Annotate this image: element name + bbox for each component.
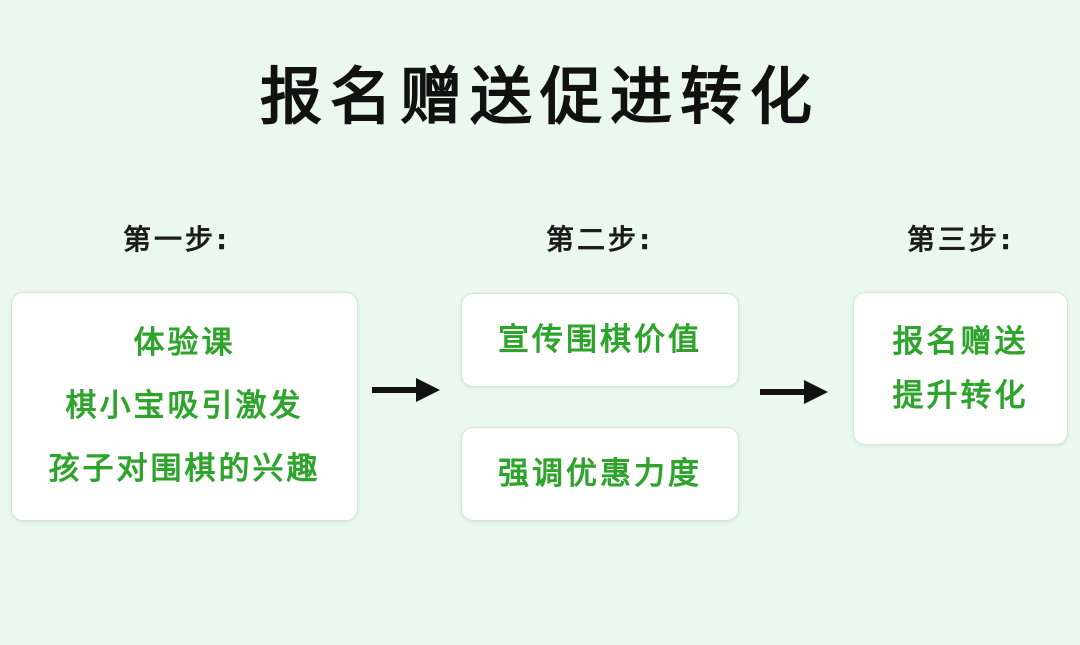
step-2-box-1: 宣传围棋价值 [461,293,739,387]
step-1-line-2: 棋小宝吸引激发 [65,388,304,424]
step-1-box: 体验课 棋小宝吸引激发 孩子对围棋的兴趣 [11,292,358,521]
step-3-box: 报名赠送 提升转化 [853,292,1068,445]
step-1-label: 第一步: [123,223,231,256]
step-2-box-2-text: 强调优惠力度 [498,456,702,492]
step-2-box-2: 强调优惠力度 [461,427,739,521]
step-3-label: 第三步: [907,223,1015,256]
step-3-line-1: 报名赠送 [892,323,1029,360]
step-2-label: 第二步: [546,223,654,256]
step-2-box-1-text: 宣传围棋价值 [498,322,702,358]
right-arrow-icon [760,380,828,404]
diagram-title: 报名赠送促进转化 [259,60,820,133]
step-3-line-2: 提升转化 [892,377,1029,414]
right-arrow-icon [372,378,440,402]
step-1-line-1: 体验课 [133,325,236,361]
step-1-line-3: 孩子对围棋的兴趣 [48,451,321,487]
